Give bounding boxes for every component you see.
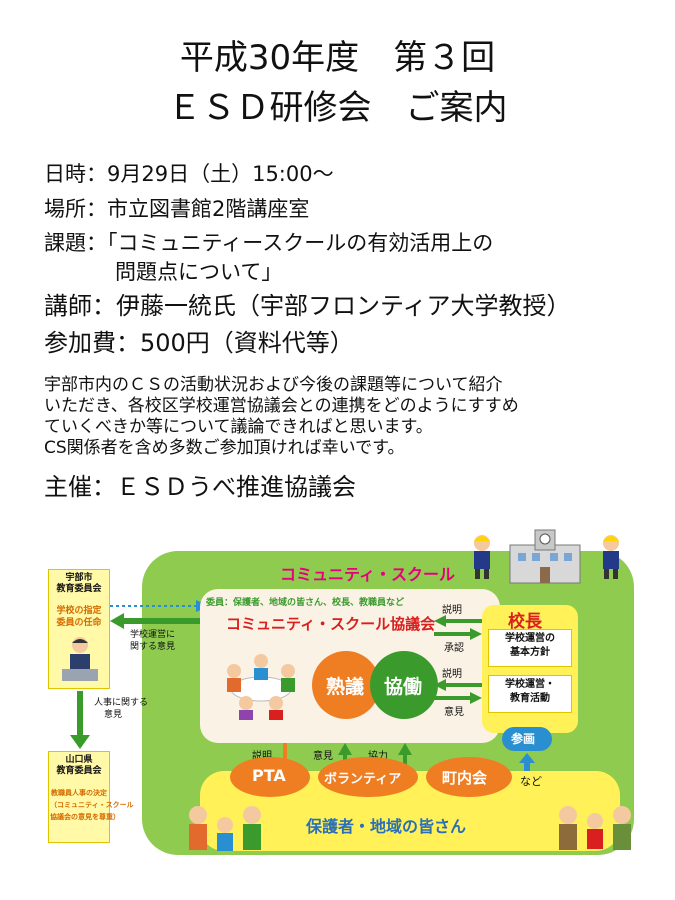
cooperation-label: 協力: [368, 747, 388, 762]
neighborhood-label: 町内会: [442, 769, 488, 787]
fee: 参加費：500円（資料代等）: [44, 329, 354, 357]
principal-item-policy: [488, 629, 572, 667]
topic-line-2: 問題点について」: [115, 260, 283, 284]
arrow-approve: [434, 628, 482, 640]
family-right-icon: [559, 806, 631, 850]
arrow-ube-to-council: [110, 600, 210, 612]
etc-label: など: [520, 775, 542, 788]
volunteer-oval: [318, 757, 418, 797]
pta-oval: [230, 757, 310, 797]
family-left-icon: [189, 806, 261, 851]
yamaguchi-board-note: 教職員人事の決定（コミュニティ・スクール協議会の意見を尊重）: [50, 789, 134, 821]
explain-label-bottom: 説明: [252, 747, 272, 762]
kyodo-label: 協働: [384, 676, 423, 698]
description-line: CS関係者を含め多数ご参加頂ければ幸いです。: [44, 438, 405, 458]
lecturer: 講師：伊藤一統氏（宇部フロンティア大学教授）: [44, 292, 571, 320]
participation-badge: [502, 727, 552, 751]
arrow-council-to-ube: [110, 613, 210, 629]
yamaguchi-board-title: 山口県教育委員会: [56, 755, 102, 776]
meeting-people-icon: [227, 654, 295, 720]
guardians-title: 保護者・地域の皆さん: [306, 817, 467, 836]
arrow-explain-top: [434, 615, 482, 627]
kyodo-circle: [370, 651, 438, 719]
jukugi-label: 熟議: [326, 676, 365, 698]
school-opinion-label: 学校運営に関する意見: [130, 630, 176, 652]
yamaguchi-board-card: [48, 751, 110, 843]
participation-label: 参画: [511, 732, 536, 746]
description: 宇部市内のＣＳの活動状況および今後の課題等について紹介 いただき、各校区学校運営…: [44, 375, 664, 459]
pta-label: PTA: [252, 766, 286, 785]
description-line: 宇部市内のＣＳの活動状況および今後の課題等について紹介: [44, 375, 503, 395]
school-building-icon: [509, 529, 581, 584]
arrow-opinion-mid: [434, 692, 482, 704]
explain-label-mid: 説明: [442, 669, 462, 680]
neighborhood-oval: [426, 757, 512, 797]
official-person-icon: [62, 637, 98, 681]
description-line: いただき、各校区学校運営協議会との連携をどのようにすすめ: [44, 396, 519, 416]
principal-title: 校長: [508, 612, 542, 632]
arrow-participation: [519, 753, 535, 771]
community-school-label: コミュニティ・スクール: [280, 565, 456, 584]
community-school-diagram: コミュニティ・スクール 宇部市教育委員会 学校の指定委員の任命 山口県教育委員会…: [30, 525, 660, 860]
title-line-1: 平成30年度 第３回: [179, 38, 496, 78]
student-boy-icon: [474, 535, 490, 579]
description-line: ていくべきか等について議論できればと思います。: [44, 417, 433, 437]
student-girl-icon: [603, 535, 619, 579]
place: 場所：市立図書館2階講座室: [44, 197, 310, 221]
approve-label: 承認: [444, 643, 464, 654]
principal-item-activity-text: 学校運営・教育活動: [505, 679, 555, 704]
title-line-2: ＥＳＤ研修会 ご案内: [167, 88, 508, 128]
ube-board-title: 宇部市教育委員会: [56, 573, 102, 594]
opinion-label-bottom: 意見: [313, 751, 333, 762]
volunteer-label: ボランティア: [324, 772, 402, 787]
council-members: 委員：保護者、地域の皆さん、校長、教職員など: [206, 598, 405, 608]
explain-label-top: 説明: [442, 605, 462, 616]
jukugi-circle: [312, 651, 380, 719]
topic-line-1: 課題：「コミュニティースクールの有効活用上の: [44, 231, 494, 255]
personnel-opinion-label: 人事に関する意見: [94, 698, 149, 720]
arrow-ube-to-yamaguchi: [70, 691, 90, 749]
organizer: 主催：ＥＳＤうべ推進協議会: [44, 473, 356, 501]
principal-item-activity: [488, 675, 572, 713]
opinion-label-mid: 意見: [444, 707, 464, 718]
principal-item-policy-text: 学校運営の基本方針: [505, 633, 555, 658]
ube-board-note: 学校の指定委員の任命: [56, 606, 102, 628]
datetime: 日時：9月29日（土）15:00～: [44, 162, 334, 186]
arrow-explain-mid: [434, 679, 482, 691]
council-title: コミュニティ・スクール協議会: [226, 615, 436, 633]
